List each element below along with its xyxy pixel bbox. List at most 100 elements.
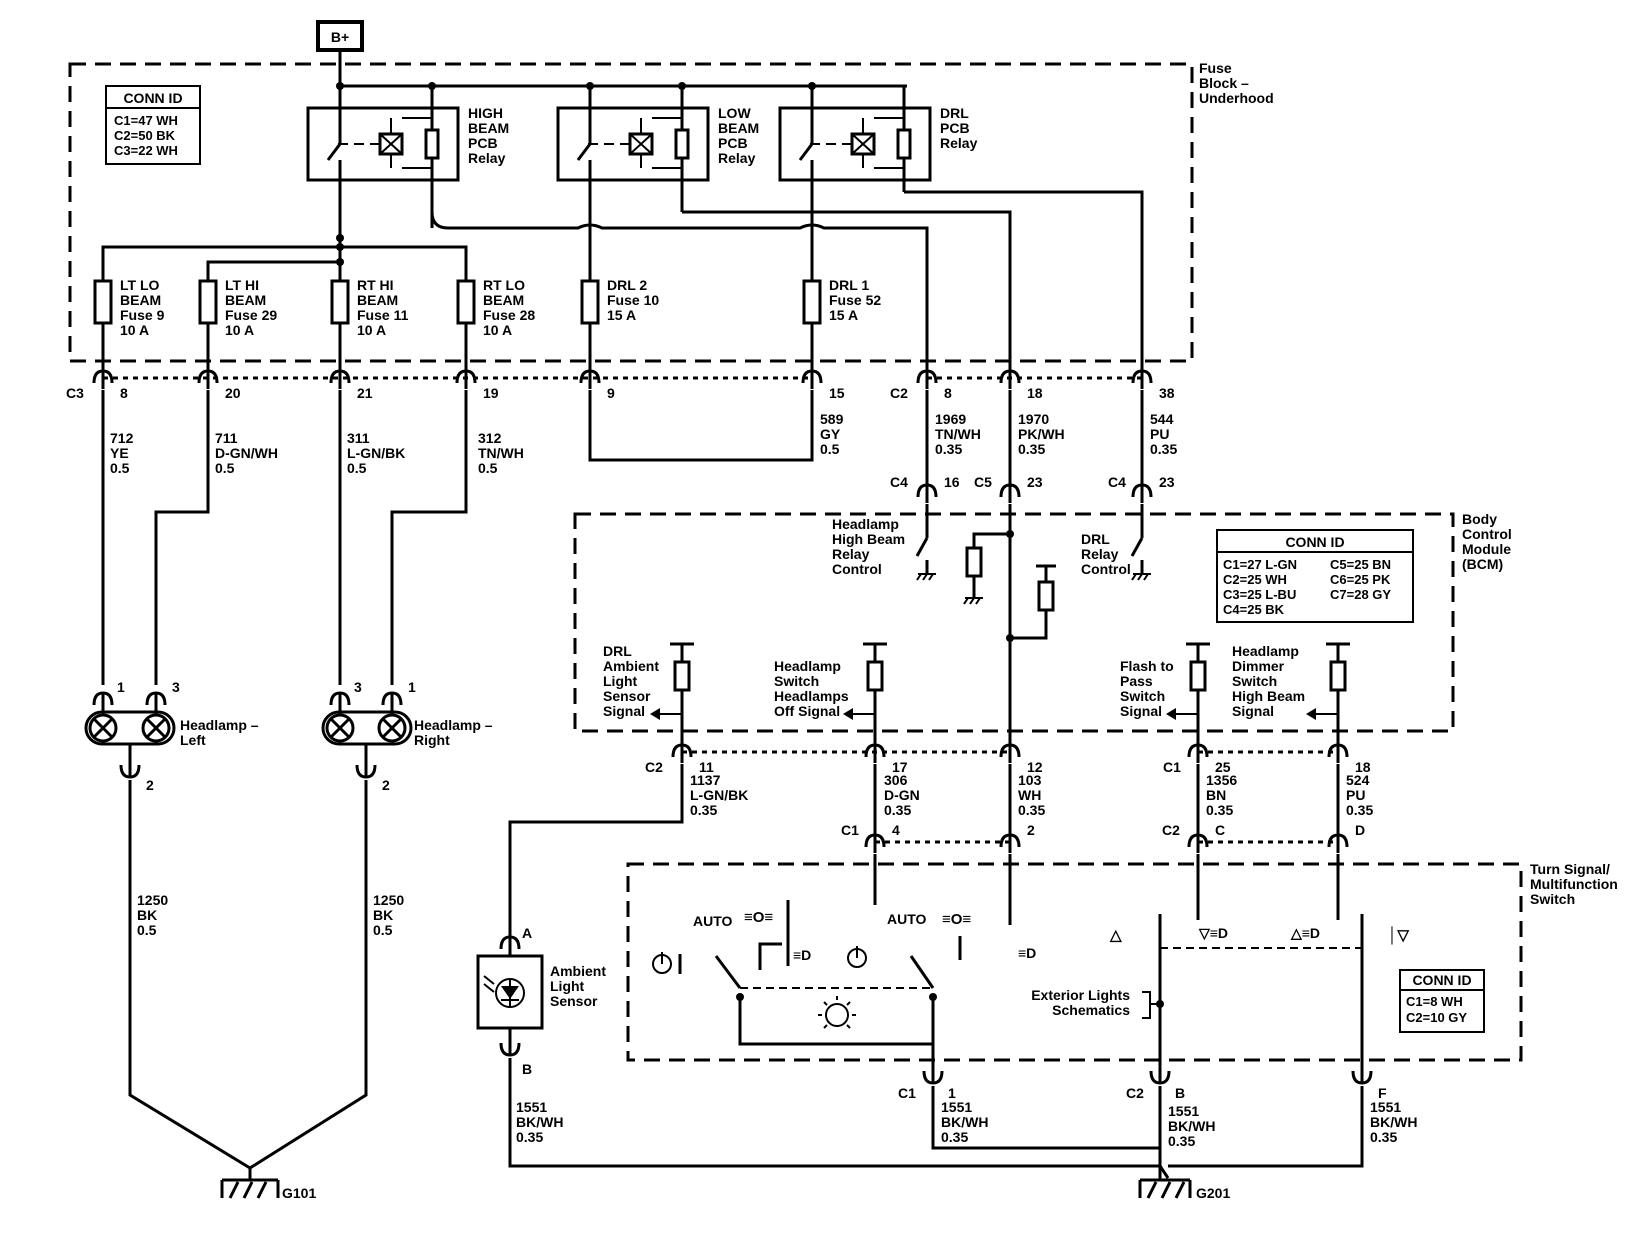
svg-text:0.35: 0.35 — [1168, 1133, 1195, 1149]
svg-text:Fuse: Fuse — [1199, 60, 1232, 76]
headlamp-switch-contacts: AUTO ≡Ο≡ ≡D AUTO ≡Ο≡ ≡D — [652, 854, 1036, 1068]
svg-text:△≡D: △≡D — [1290, 925, 1320, 941]
svg-text:Headlamp: Headlamp — [774, 658, 841, 674]
svg-text:Headlamp: Headlamp — [832, 516, 899, 532]
svg-text:Flash to: Flash to — [1120, 658, 1174, 674]
svg-text:2: 2 — [382, 777, 390, 793]
bcm-low-beam-input — [963, 504, 1056, 745]
fuse-block-boundary — [68, 62, 1194, 363]
svg-text:1: 1 — [117, 679, 125, 695]
svg-text:BK: BK — [137, 907, 157, 923]
bcm-hb-relay-control: Headlamp High Beam Relay Control — [832, 504, 937, 581]
svg-text:RT HI: RT HI — [357, 277, 394, 293]
svg-text:0.35: 0.35 — [1370, 1129, 1397, 1145]
svg-text:DRL 1: DRL 1 — [829, 277, 869, 293]
high-beam-relay: HIGH BEAM PCB Relay — [306, 82, 509, 228]
svg-text:TN/WH: TN/WH — [478, 445, 524, 461]
headlamp-feed-wires — [101, 390, 468, 685]
svg-text:DRL 2: DRL 2 — [607, 277, 647, 293]
svg-text:711: 711 — [215, 430, 238, 446]
svg-text:DRL: DRL — [603, 643, 632, 659]
svg-text:10 A: 10 A — [357, 322, 386, 338]
dimmer-switch-contacts: △ ▽≡D △≡D │▽ Exterior Lights Schematics — [1031, 854, 1409, 1068]
svg-text:Sensor: Sensor — [603, 688, 651, 704]
svg-text:Module: Module — [1462, 541, 1511, 557]
svg-text:LT LO: LT LO — [120, 277, 160, 293]
svg-text:8: 8 — [120, 385, 128, 401]
svg-text:BK/WH: BK/WH — [1168, 1118, 1215, 1134]
svg-text:Switch: Switch — [1232, 673, 1277, 689]
svg-text:C1: C1 — [898, 1085, 916, 1101]
svg-text:0.5: 0.5 — [347, 460, 367, 476]
svg-text:0.35: 0.35 — [1150, 441, 1177, 457]
svg-text:Left: Left — [180, 732, 206, 748]
svg-text:Headlamp –: Headlamp – — [414, 717, 493, 733]
svg-text:RT LO: RT LO — [483, 277, 525, 293]
svg-text:0.35: 0.35 — [1206, 802, 1233, 818]
svg-text:A: A — [522, 925, 532, 941]
svg-text:25: 25 — [1215, 759, 1231, 775]
svg-text:F: F — [1378, 1085, 1387, 1101]
svg-text:Relay: Relay — [940, 135, 978, 151]
svg-text:C1=8 WH: C1=8 WH — [1406, 994, 1463, 1009]
svg-text:9: 9 — [607, 385, 615, 401]
svg-text:0.5: 0.5 — [478, 460, 498, 476]
svg-text:1250: 1250 — [137, 892, 168, 908]
svg-text:L-GN/BK: L-GN/BK — [690, 787, 748, 803]
svg-text:BN: BN — [1206, 787, 1226, 803]
svg-text:Signal: Signal — [1120, 703, 1162, 719]
svg-text:Turn Signal/: Turn Signal/ — [1530, 861, 1610, 877]
svg-text:15 A: 15 A — [829, 307, 858, 323]
bcm-boundary — [573, 512, 1455, 733]
svg-text:Signal: Signal — [603, 703, 645, 719]
svg-text:│▽: │▽ — [1388, 926, 1409, 945]
svg-text:0.35: 0.35 — [690, 802, 717, 818]
svg-text:311: 311 — [347, 430, 370, 446]
svg-text:B: B — [1175, 1085, 1185, 1101]
battery-label: B+ — [331, 29, 349, 45]
svg-text:Schematics: Schematics — [1052, 1002, 1130, 1018]
svg-text:103: 103 — [1018, 772, 1042, 788]
svg-text:CONN ID: CONN ID — [123, 90, 182, 106]
svg-text:C4: C4 — [890, 474, 908, 490]
wire-labels-headlamp: 712 YE 0.5 711 D-GN/WH 0.5 311 L-GN/BK 0… — [110, 430, 524, 476]
svg-text:Relay: Relay — [718, 150, 756, 166]
svg-text:Dimmer: Dimmer — [1232, 658, 1285, 674]
fuse-drl-1: DRL 1 Fuse 52 15 A — [802, 277, 881, 325]
svg-text:C1=27 L-GN: C1=27 L-GN — [1223, 557, 1297, 572]
svg-text:High Beam: High Beam — [832, 531, 905, 547]
fuse-feed-wiring — [101, 160, 814, 370]
fuse-drl-2: DRL 2 Fuse 10 15 A — [580, 277, 659, 325]
svg-text:LT HI: LT HI — [225, 277, 259, 293]
svg-text:BK/WH: BK/WH — [941, 1114, 988, 1130]
svg-text:Exterior Lights: Exterior Lights — [1031, 987, 1130, 1003]
svg-text:Control: Control — [832, 561, 882, 577]
headlamp-right: 3 1 2 Headlamp – Right — [321, 679, 493, 793]
switch-boundary — [626, 862, 1523, 1062]
svg-text:0.35: 0.35 — [935, 441, 962, 457]
svg-text:LOW: LOW — [718, 105, 751, 121]
svg-text:GY: GY — [820, 426, 841, 442]
switch-input-connectors: C1 4 2 C2 C D — [841, 822, 1365, 855]
svg-text:Relay: Relay — [468, 150, 506, 166]
svg-text:CONN ID: CONN ID — [1285, 534, 1344, 550]
wire-589-loop: 589 GY 0.5 — [588, 390, 844, 462]
svg-text:Sensor: Sensor — [550, 993, 598, 1009]
svg-text:20: 20 — [225, 385, 241, 401]
svg-text:1250: 1250 — [373, 892, 404, 908]
svg-text:312: 312 — [478, 430, 502, 446]
svg-text:Body: Body — [1462, 511, 1497, 527]
svg-text:Fuse 10: Fuse 10 — [607, 292, 659, 308]
parking-lamp-icon: ≡Ο≡ — [744, 909, 773, 926]
bcm-drl-ambient-signal: DRL Ambient Light Sensor Signal — [603, 642, 696, 745]
svg-text:PCB: PCB — [940, 120, 970, 136]
svg-text:PU: PU — [1150, 426, 1169, 442]
svg-text:HIGH: HIGH — [468, 105, 503, 121]
ambient-light-sensor: A B Ambient Light Sensor — [476, 925, 606, 1077]
svg-text:Headlamp: Headlamp — [1232, 643, 1299, 659]
svg-text:PCB: PCB — [468, 135, 498, 151]
svg-text:AUTO: AUTO — [693, 913, 733, 929]
svg-text:CONN ID: CONN ID — [1412, 972, 1471, 988]
svg-text:G201: G201 — [1196, 1185, 1230, 1201]
svg-text:21: 21 — [357, 385, 373, 401]
